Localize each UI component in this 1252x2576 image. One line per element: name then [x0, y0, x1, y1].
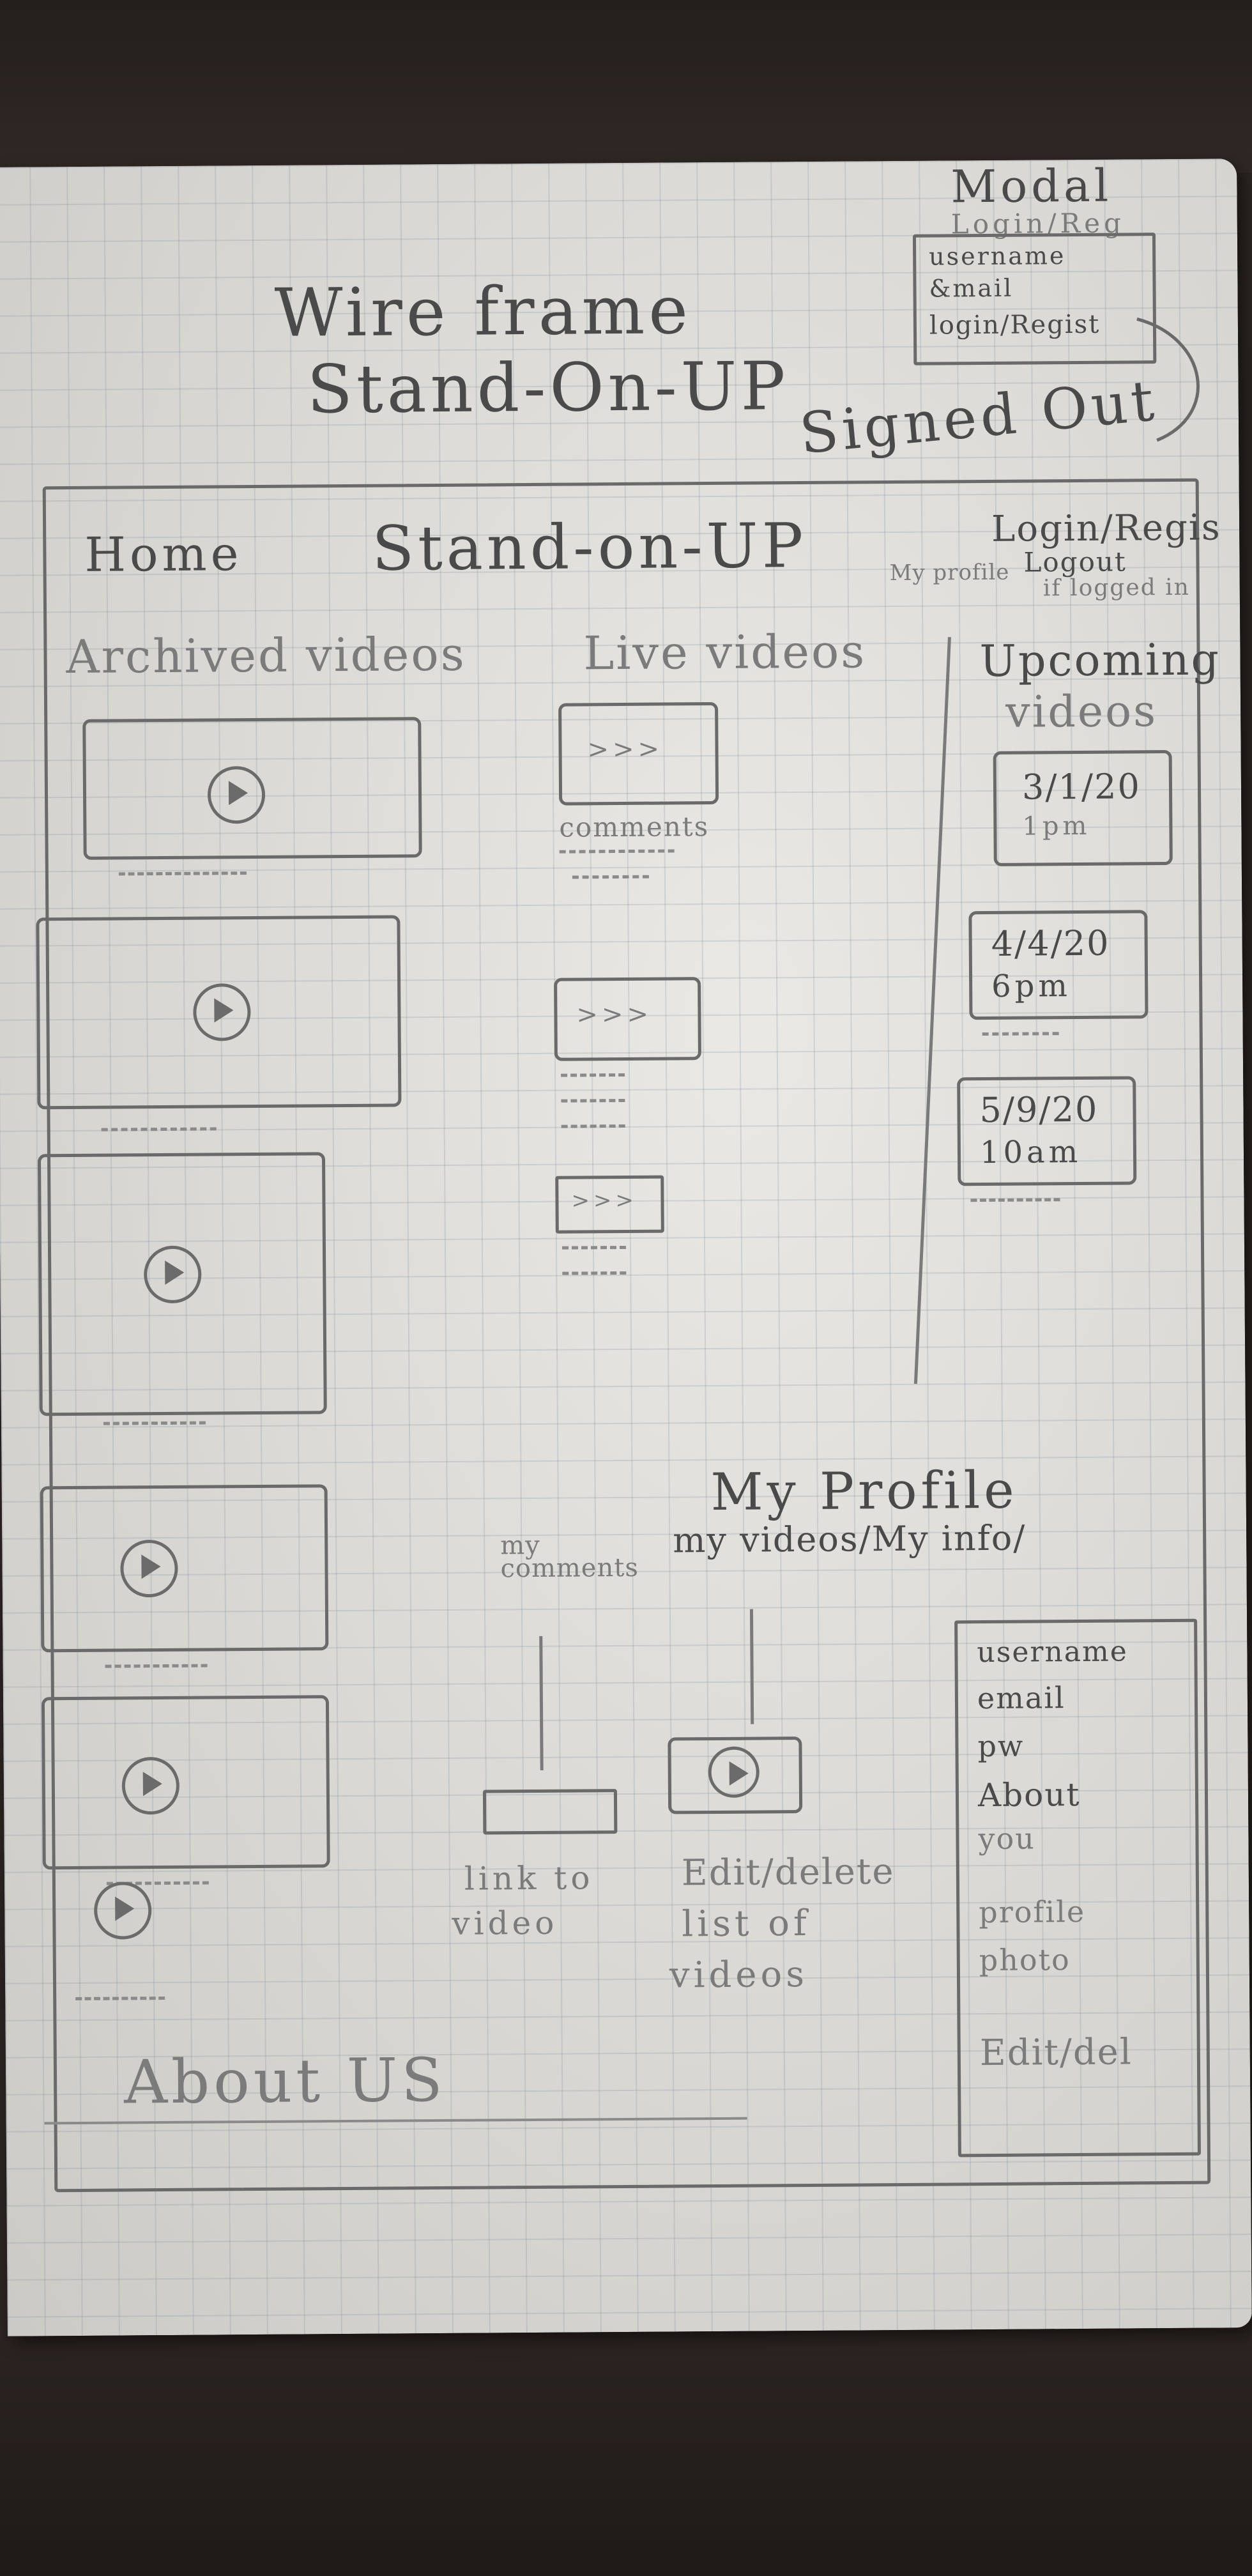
live-comments-lines: [559, 849, 675, 854]
archived-video-card: [36, 915, 402, 1110]
archived-video-card: [37, 1152, 327, 1416]
upcoming-time: 1pm: [1022, 811, 1091, 841]
link-to-video-label: link to: [464, 1859, 594, 1897]
live-comments-label: comments: [559, 811, 710, 843]
my-video-thumbnail: [668, 1736, 803, 1814]
nav-home-link: Home: [84, 526, 243, 583]
archived-videos-heading: Archived videos: [66, 627, 466, 684]
archived-video-caption: [118, 871, 247, 876]
info-field-email: email: [977, 1680, 1065, 1716]
info-field-about-2: you: [978, 1821, 1035, 1857]
comment-link-box: [482, 1789, 618, 1835]
modal-box: username &mail login/Regist: [912, 233, 1157, 365]
list-of-videos-label-2: videos: [669, 1953, 809, 1997]
archived-video-caption: [75, 1997, 165, 2001]
wireframe-frame: Home Stand-on-UP Login/Regis My profile …: [36, 478, 1221, 2193]
archived-video-card: [41, 1695, 330, 1870]
live-video-card: >>>: [555, 1175, 664, 1234]
archived-video-caption: [105, 1664, 208, 1668]
my-info-panel: username email pw About you profile phot…: [954, 1618, 1201, 2158]
my-profile-heading: My Profile: [710, 1460, 1018, 1522]
info-field-photo-2: photo: [979, 1942, 1071, 1978]
nav-logout-link: Logout: [1023, 546, 1127, 578]
play-icon: [193, 983, 251, 1041]
upcoming-caption: [970, 1198, 1060, 1202]
modal-username-field: username: [929, 241, 1066, 271]
list-of-videos-label: list of: [682, 1902, 811, 1945]
upcoming-time: 6pm: [991, 968, 1072, 1004]
nav-brand: Stand-on-UP: [371, 509, 807, 585]
nav-my-profile-link: My profile: [889, 559, 1010, 586]
live-comments-lines: [561, 1245, 627, 1250]
upcoming-videos-heading: Upcoming: [979, 634, 1221, 687]
upcoming-date: 3/1/20: [1021, 766, 1141, 808]
my-comments-label: my comments: [500, 1530, 639, 1584]
archived-video-caption: [103, 1421, 206, 1425]
upcoming-date: 5/9/20: [979, 1089, 1099, 1131]
live-video-placeholder: >>>: [576, 999, 653, 1030]
upcoming-video-card: 3/1/20 1pm: [993, 749, 1173, 866]
upcoming-video-card: 5/9/20 10am: [957, 1076, 1137, 1186]
upcoming-caption: [982, 1032, 1059, 1036]
live-comments-lines: [562, 1271, 627, 1275]
play-icon: [207, 765, 266, 824]
live-videos-heading: Live videos: [583, 624, 867, 680]
upcoming-date: 4/4/20: [991, 923, 1110, 964]
archived-video-card: [82, 717, 422, 860]
info-field-photo: profile: [979, 1894, 1086, 1930]
title-line-1: Wire frame: [274, 271, 692, 352]
live-comments-lines: [572, 875, 649, 879]
live-comments-lines: [561, 1098, 625, 1103]
live-video-card: >>>: [554, 977, 701, 1061]
title-line-2: Stand-On-UP: [307, 347, 790, 429]
play-icon: [93, 1882, 152, 1940]
upcoming-time: 10am: [979, 1133, 1082, 1171]
upcoming-videos-heading-2: videos: [1005, 686, 1158, 738]
live-video-card: >>>: [558, 702, 719, 806]
column-divider: [913, 637, 951, 1384]
info-field-about: About: [977, 1776, 1081, 1814]
notebook-page: Wire frame Stand-On-UP Signed Out Modal …: [0, 158, 1252, 2336]
about-us-link: About US: [123, 2045, 447, 2118]
play-icon: [708, 1746, 760, 1798]
live-comments-lines: [561, 1073, 625, 1077]
info-edit-delete: Edit/del: [979, 2031, 1133, 2074]
my-videos-connector: [749, 1609, 754, 1724]
play-icon: [120, 1539, 178, 1598]
archived-video-card: [40, 1484, 329, 1653]
live-video-placeholder: >>>: [587, 734, 664, 765]
desk-background-top: [0, 0, 1252, 172]
desk-background-bottom: [0, 2326, 1252, 2576]
link-to-video-label-2: video: [452, 1904, 558, 1942]
upcoming-video-card: 4/4/20 6pm: [968, 910, 1149, 1020]
modal-title: Modal: [950, 159, 1113, 213]
live-comments-lines: [561, 1124, 625, 1128]
play-icon: [143, 1245, 202, 1304]
edit-delete-label: Edit/delete: [681, 1851, 895, 1894]
play-icon: [121, 1756, 180, 1815]
modal-arrow: [1136, 317, 1200, 442]
my-comments-connector: [539, 1636, 544, 1770]
nav-login-register-link: Login/Regis: [991, 507, 1221, 550]
modal-login-register-button: login/Regist: [929, 309, 1101, 341]
signed-out-label: Signed Out: [797, 367, 1161, 467]
modal-email-field: &mail: [929, 273, 1014, 303]
live-video-placeholder: >>>: [571, 1187, 638, 1214]
info-field-username: username: [977, 1635, 1128, 1669]
nav-logged-in-note: if logged in: [1042, 574, 1191, 602]
info-field-password: pw: [977, 1728, 1025, 1764]
archived-video-caption: [101, 1127, 217, 1131]
my-profile-tabs: my videos/My info/: [672, 1517, 1027, 1561]
